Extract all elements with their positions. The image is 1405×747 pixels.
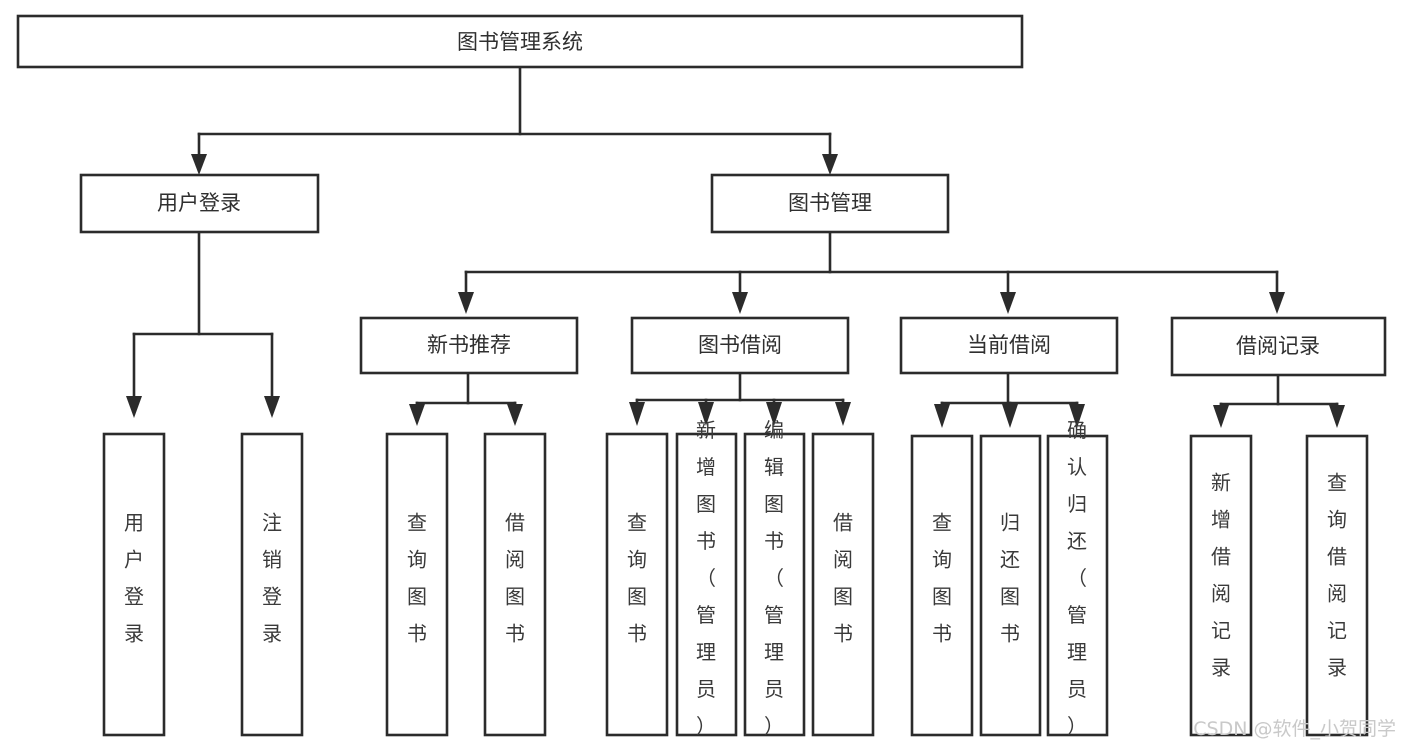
arrow-head-icon [507, 404, 523, 426]
node-new-book-recommend-label: 新书推荐 [427, 333, 511, 357]
leaf-user-login-label: 用户登录 [124, 511, 144, 646]
arrow-head-icon [1002, 404, 1018, 428]
leaf-node[interactable]: 借阅图书 [483, 432, 547, 737]
node-current-borrow-label: 当前借阅 [967, 333, 1051, 357]
leaf-nbr-borrow-book-label: 借阅图书 [505, 511, 525, 646]
leaf-bb-edit-book-box[interactable] [743, 432, 806, 737]
leaf-nbr-query-book-label: 查询图书 [407, 511, 427, 646]
leaf-cb-return-book-box[interactable] [979, 434, 1042, 737]
arrow-head-icon [264, 396, 280, 418]
leaf-bb-query-book-box[interactable] [605, 432, 669, 737]
connector-group-borrow-record [1213, 373, 1345, 428]
node-root-box[interactable] [16, 14, 1024, 69]
arrow-head-icon [732, 292, 748, 314]
leaf-node[interactable]: 查询图书 [910, 434, 974, 737]
leaf-br-query-record-label: 查询借阅记录 [1327, 471, 1347, 680]
arrow-head-icon [934, 404, 950, 428]
arrow-head-icon [1069, 404, 1085, 428]
node-book-borrow-label: 图书借阅 [698, 333, 782, 357]
leaf-bb-borrow-book-label: 借阅图书 [833, 511, 853, 646]
arrow-head-icon [1269, 292, 1285, 314]
leaf-nbr-borrow-book-box[interactable] [483, 432, 547, 737]
leaf-cb-query-book-box[interactable] [910, 434, 974, 737]
node-root[interactable]: 图书管理系统 [16, 14, 1024, 69]
node-current-borrow-box[interactable] [899, 316, 1119, 375]
watermark-label: CSDN @软件_小贺同学 [1193, 718, 1396, 740]
leaf-br-add-record-label: 新增借阅记录 [1211, 471, 1231, 680]
leaf-node[interactable]: 确认归还（管理员） [1046, 418, 1109, 738]
arrow-head-icon [409, 404, 425, 426]
arrow-head-icon [822, 154, 838, 175]
leaf-node[interactable]: 借阅图书 [811, 432, 875, 737]
node-borrow-record-label: 借阅记录 [1236, 334, 1320, 358]
arrow-head-icon [1329, 405, 1345, 428]
leaf-br-add-record-box[interactable] [1189, 434, 1253, 737]
connector-group-user-login [126, 230, 280, 418]
leaf-node[interactable]: 查询借阅记录 [1305, 434, 1369, 737]
arrow-head-icon [629, 402, 645, 426]
node-borrow-record[interactable]: 借阅记录 [1170, 316, 1387, 377]
node-book-management-box[interactable] [710, 173, 950, 234]
arrow-head-icon [191, 154, 207, 175]
leaf-cb-query-book-label: 查询图书 [932, 511, 952, 646]
leaf-cb-confirm-return-box[interactable] [1046, 434, 1109, 737]
leaf-node[interactable]: 查询图书 [385, 432, 449, 737]
arrow-head-icon [835, 402, 851, 426]
node-book-borrow-box[interactable] [630, 316, 850, 375]
leaf-bb-add-book-label: 新增图书（管理员） [696, 418, 716, 738]
connector-group-root [191, 65, 838, 175]
node-root-label: 图书管理系统 [457, 30, 583, 54]
node-book-borrow[interactable]: 图书借阅 [630, 316, 850, 375]
leaf-bb-edit-book-label: 编辑图书（管理员） [764, 418, 784, 738]
node-user-login-box[interactable] [79, 173, 320, 234]
connector-group-book-mgmt [458, 230, 1285, 314]
connector-group-current-borrow [934, 371, 1085, 428]
node-new-book-recommend-box[interactable] [359, 316, 579, 375]
leaf-node[interactable]: 归还图书 [979, 434, 1042, 737]
leaf-br-query-record-box[interactable] [1305, 434, 1369, 737]
node-user-login-label: 用户登录 [157, 191, 241, 215]
node-new-book-recommend[interactable]: 新书推荐 [359, 316, 579, 375]
leaf-bb-add-book-box[interactable] [675, 432, 738, 737]
leaf-node[interactable]: 新增图书（管理员） [675, 418, 738, 738]
arrow-head-icon [458, 292, 474, 314]
leaf-nbr-query-book-box[interactable] [385, 432, 449, 737]
node-book-management[interactable]: 图书管理 [710, 173, 950, 234]
leaf-cb-confirm-return-label: 确认归还（管理员） [1067, 418, 1087, 738]
leaf-node[interactable]: 新增借阅记录 [1189, 434, 1253, 737]
arrow-head-icon [126, 396, 142, 418]
leaf-node[interactable]: 编辑图书（管理员） [743, 418, 806, 738]
connector-group-new-book-recommend [409, 371, 523, 426]
leaf-user-login-box[interactable] [102, 432, 166, 737]
arrow-head-icon [698, 402, 714, 426]
node-current-borrow[interactable]: 当前借阅 [899, 316, 1119, 375]
arrow-head-icon [1213, 405, 1229, 428]
node-user-login[interactable]: 用户登录 [79, 173, 320, 234]
leaf-logout-box[interactable] [240, 432, 304, 737]
leaf-bb-borrow-book-box[interactable] [811, 432, 875, 737]
leaf-bb-query-book-label: 查询图书 [627, 511, 647, 646]
leaf-node[interactable]: 用户登录 [102, 432, 166, 737]
node-book-management-label: 图书管理 [788, 191, 872, 215]
leaf-node[interactable]: 注销登录 [240, 432, 304, 737]
node-borrow-record-box[interactable] [1170, 316, 1387, 377]
leaf-node[interactable]: 查询图书 [605, 432, 669, 737]
connector-group-book-borrow [629, 371, 851, 426]
leaf-cb-return-book-label: 归还图书 [1000, 511, 1020, 646]
arrow-head-icon [766, 402, 782, 426]
arrow-head-icon [1000, 292, 1016, 314]
leaf-logout-label: 注销登录 [262, 511, 282, 646]
